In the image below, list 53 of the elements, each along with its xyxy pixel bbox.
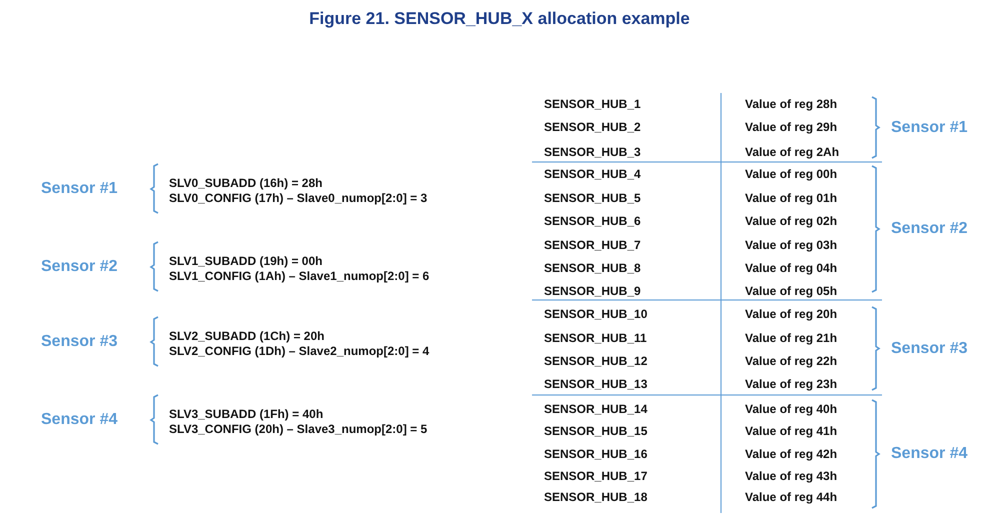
register-setting: SLV3_SUBADD (1Fh) = 40h — [169, 408, 324, 420]
table-cell-register: SENSOR_HUB_8 — [544, 262, 641, 274]
table-cell-register: SENSOR_HUB_15 — [544, 425, 648, 437]
table-cell-value: Value of reg 28h — [745, 98, 838, 110]
table-cell-value: Value of reg 42h — [745, 448, 838, 460]
table-cell-register: SENSOR_HUB_18 — [544, 491, 648, 503]
table-cell-register: SENSOR_HUB_12 — [544, 355, 648, 367]
table-cell-value: Value of reg 2Ah — [745, 146, 840, 158]
table-cell-value: Value of reg 01h — [745, 192, 838, 204]
register-setting: SLV2_CONFIG (1Dh) – Slave2_numop[2:0] = 4 — [169, 345, 430, 357]
table-cell-register: SENSOR_HUB_14 — [544, 403, 648, 415]
table-cell-register: SENSOR_HUB_5 — [544, 192, 641, 204]
table-cell-register: SENSOR_HUB_17 — [544, 470, 648, 482]
table-cell-register: SENSOR_HUB_7 — [544, 239, 641, 251]
register-setting: SLV3_CONFIG (20h) – Slave3_numop[2:0] = 5 — [169, 423, 428, 435]
table-cell-value: Value of reg 05h — [745, 285, 838, 297]
table-cell-value: Value of reg 44h — [745, 491, 838, 503]
sensor-label: Sensor #4 — [891, 446, 968, 462]
sensor-label: Sensor #3 — [891, 340, 968, 356]
register-setting: SLV0_CONFIG (17h) – Slave0_numop[2:0] = 3 — [169, 192, 428, 204]
sensor-label: Sensor #1 — [891, 120, 968, 136]
register-setting: SLV1_SUBADD (19h) = 00h — [169, 255, 322, 267]
table-cell-value: Value of reg 23h — [745, 378, 838, 390]
sensor-label: Sensor #2 — [891, 221, 968, 237]
table-cell-register: SENSOR_HUB_9 — [544, 285, 641, 297]
sensor-label: Sensor #1 — [41, 181, 118, 197]
table-cell-value: Value of reg 00h — [745, 168, 838, 180]
table-cell-value: Value of reg 21h — [745, 332, 838, 344]
table-cell-value: Value of reg 40h — [745, 403, 838, 415]
sensor-label: Sensor #3 — [41, 334, 118, 350]
table-cell-register: SENSOR_HUB_11 — [544, 332, 647, 344]
register-setting: SLV0_SUBADD (16h) = 28h — [169, 177, 322, 189]
register-setting: SLV1_CONFIG (1Ah) – Slave1_numop[2:0] = 6 — [169, 270, 430, 282]
table-cell-value: Value of reg 04h — [745, 262, 838, 274]
table-cell-value: Value of reg 22h — [745, 355, 838, 367]
table-cell-register: SENSOR_HUB_3 — [544, 146, 641, 158]
table-cell-register: SENSOR_HUB_1 — [544, 98, 641, 110]
sensor-label: Sensor #4 — [41, 412, 118, 428]
table-cell-register: SENSOR_HUB_6 — [544, 215, 641, 227]
figure-title: Figure 21. SENSOR_HUB_X allocation example — [308, 10, 691, 27]
table-cell-register: SENSOR_HUB_4 — [544, 168, 641, 180]
table-cell-register: SENSOR_HUB_10 — [544, 308, 648, 320]
register-setting: SLV2_SUBADD (1Ch) = 20h — [169, 330, 324, 342]
table-cell-value: Value of reg 29h — [745, 121, 838, 133]
table-cell-register: SENSOR_HUB_13 — [544, 378, 648, 390]
table-cell-value: Value of reg 02h — [745, 215, 838, 227]
table-cell-register: SENSOR_HUB_2 — [544, 121, 641, 133]
table-cell-value: Value of reg 43h — [745, 470, 838, 482]
sensor-label: Sensor #2 — [41, 259, 118, 275]
table-cell-value: Value of reg 03h — [745, 239, 838, 251]
table-cell-value: Value of reg 20h — [745, 308, 838, 320]
table-cell-register: SENSOR_HUB_16 — [544, 448, 648, 460]
table-cell-value: Value of reg 41h — [745, 425, 838, 437]
